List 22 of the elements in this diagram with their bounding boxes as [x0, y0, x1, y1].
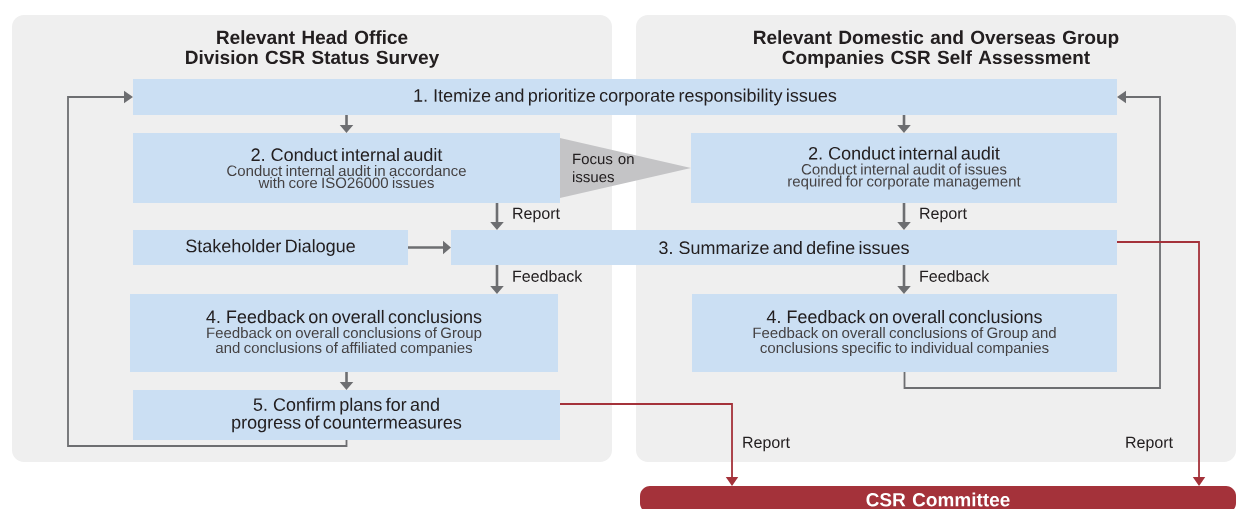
process-box: 3. Summarize and define issues	[451, 230, 1117, 265]
edge-label: Feedback	[920, 270, 990, 282]
process-box: 2. Conduct internal audit Conduct internal audit of issues required for corporate management	[691, 133, 1117, 203]
process-box: 4. Feedback on overall conclusions Feedback on overall conclusions of Group and conclusions of affiliated companies	[130, 294, 558, 372]
process-box: 4. Feedback on overall conclusions Feedback on overall conclusions of Group and conclusions specific to individual companies	[692, 294, 1117, 372]
process-box: 5. Confirm plans for and progress of countermeasures	[133, 390, 560, 440]
panel-heading: Relevant Domestic and Overseas Group Companies CSR Self Assessment	[754, 30, 1119, 68]
edge-label: Report	[920, 207, 967, 223]
process-box: 1. Itemize and prioritize corporate responsibility issues	[133, 79, 1117, 115]
focus-arrow	[560, 138, 691, 198]
arrow	[67, 90, 348, 447]
panel-heading: Relevant Head Office Division CSR Status Survey	[186, 30, 440, 68]
process-box: Stakeholder Dialogue	[133, 230, 408, 265]
edge-label: Report	[743, 436, 790, 452]
arrow	[1116, 241, 1206, 486]
edge-label: Feedback	[513, 270, 583, 282]
edge-label: Focus on issues	[573, 153, 634, 183]
process-box: 2. Conduct internal audit Conduct internal audit in accordance with core ISO26000 issues	[133, 133, 560, 203]
edge-label: Report	[1126, 436, 1173, 452]
committee-box: CSR Committee	[640, 486, 1236, 509]
arrow	[559, 403, 739, 486]
edge-label: Report	[513, 207, 560, 223]
